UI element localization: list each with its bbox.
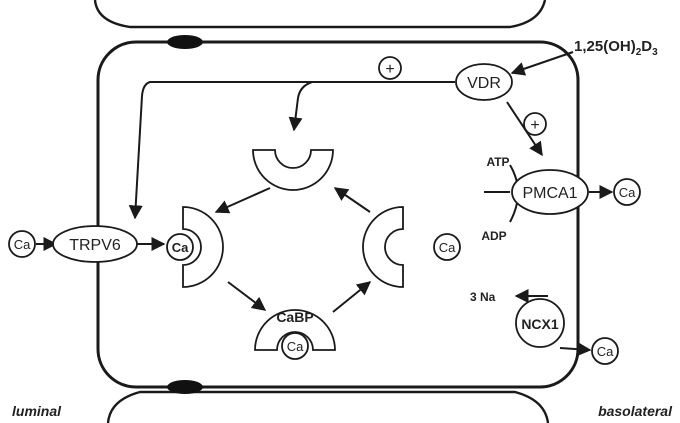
ca-circle-pmca-out — [613, 178, 641, 206]
pmca1-label: PMCA1 — [522, 185, 577, 202]
ca-label-bound: Ca — [287, 339, 304, 354]
arrow-vdr-to-trpv6 — [128, 81, 455, 220]
arrow-cycle-top-left — [214, 187, 271, 214]
cabp-shell-top — [252, 149, 334, 191]
plus-label-right: + — [530, 117, 539, 134]
cabp-shell-bottom — [254, 309, 336, 351]
ca-circle-cytosol — [433, 233, 461, 261]
ca-label-entering: Ca — [172, 240, 189, 255]
tight-junction-bottom — [167, 380, 203, 394]
pmca1-pump — [511, 169, 589, 215]
ca-circle-bound — [281, 332, 309, 360]
arrow-cycle-bottom-left — [227, 281, 267, 311]
ca-label-cytosol: Ca — [439, 240, 456, 255]
plus-circle-top — [378, 56, 402, 80]
adp-label: ADP — [481, 229, 506, 243]
ca-label-pmca-out: Ca — [619, 185, 636, 200]
cell-membrane — [96, 40, 580, 389]
arrow-vdr-to-cabp — [288, 81, 455, 132]
arrow-cycle-bottom-right — [332, 281, 372, 313]
arrow-cycle-top-right — [333, 187, 371, 213]
ca-circle-luminal — [8, 230, 36, 258]
basolateral-label: basolateral — [598, 403, 673, 419]
cabp-shell-right — [362, 206, 404, 288]
na-label: 3 Na — [470, 290, 496, 304]
arrow-ncx1-ca-out — [559, 342, 592, 357]
plus-label-top: + — [385, 61, 394, 78]
ca-label-ncx-out: Ca — [597, 344, 614, 359]
upper-neighbor-cell — [93, 0, 547, 29]
trpv6-label: TRPV6 — [69, 237, 121, 254]
cabp-label: CaBP — [276, 309, 313, 325]
arrow-hormone-to-vdr — [510, 51, 574, 76]
atp-label: ATP — [486, 155, 509, 169]
trpv6-channel — [52, 225, 138, 263]
lower-neighbor-cell — [106, 390, 550, 423]
cabp-shell-left — [182, 206, 224, 288]
vdr-label: VDR — [467, 75, 501, 92]
vdr-oval — [455, 63, 513, 101]
ncx1-exchanger — [515, 298, 565, 348]
ca-label-luminal: Ca — [14, 237, 31, 252]
ca-circle-entering — [166, 233, 194, 261]
ncx1-label: NCX1 — [521, 316, 559, 332]
tight-junction-top — [167, 35, 203, 49]
plus-circle-right — [523, 112, 547, 136]
hormone-label: 1,25(OH)2D3 — [574, 38, 658, 58]
luminal-label: luminal — [12, 403, 62, 419]
ca-circle-ncx-out — [591, 337, 619, 365]
